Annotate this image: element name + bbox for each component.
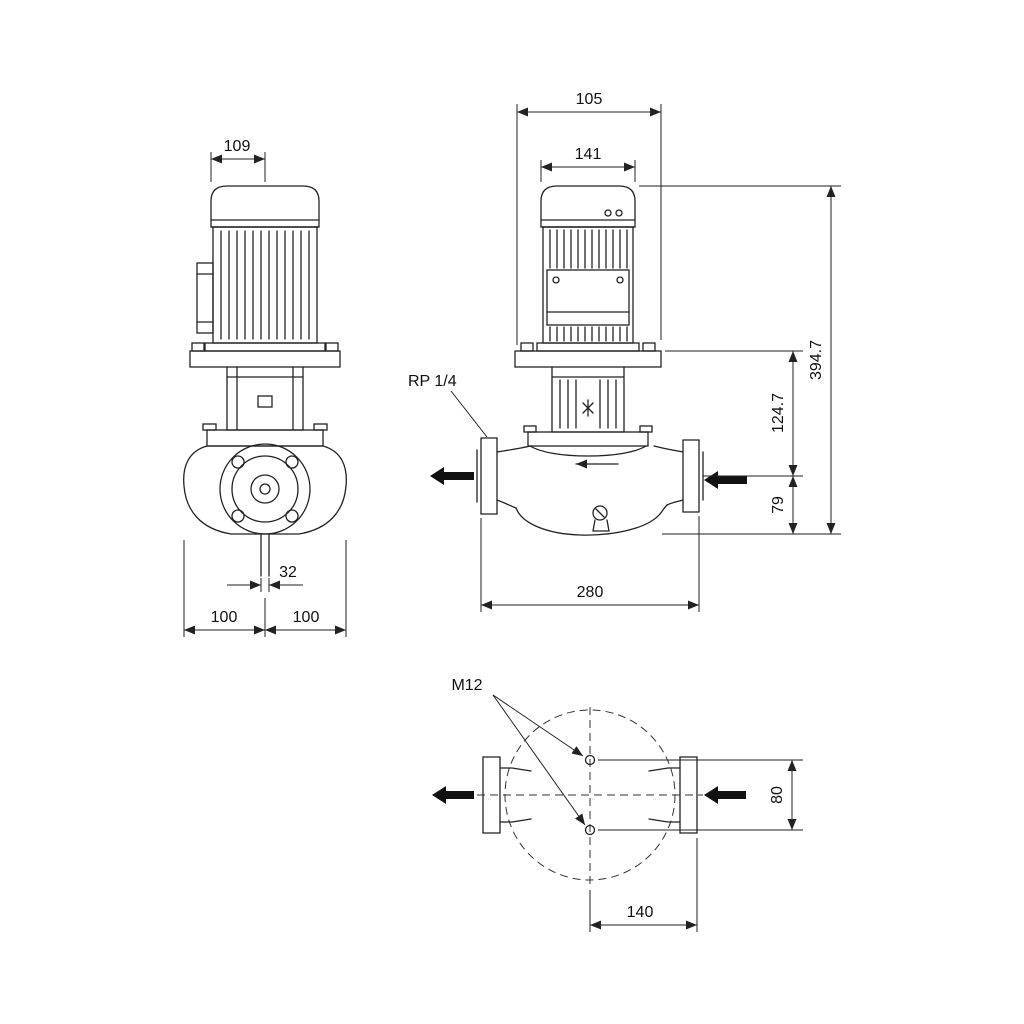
screw bbox=[615, 209, 623, 217]
side-dim-280 bbox=[480, 516, 700, 612]
side-dim-141 bbox=[540, 160, 636, 182]
dim-100-left-label: 100 bbox=[211, 609, 238, 626]
rp14-label: RP 1/4 bbox=[408, 373, 457, 390]
front-view bbox=[183, 152, 347, 637]
plan-right-flange bbox=[648, 756, 698, 834]
dim-124-label: 124.7 bbox=[770, 393, 787, 433]
front-dim-32 bbox=[227, 578, 303, 592]
front-motor bbox=[196, 185, 320, 344]
screw bbox=[604, 209, 612, 217]
dim-140-label: 140 bbox=[627, 904, 654, 921]
vent-symbol bbox=[582, 399, 594, 417]
dim-32-label: 32 bbox=[279, 564, 297, 581]
motor-fins-lower bbox=[549, 326, 628, 342]
bolt-hole bbox=[231, 509, 245, 523]
dimension-labels: 109 32 100 100 105 141 RP 1/4 394.7 124.… bbox=[211, 91, 825, 921]
flow-arrow-right bbox=[704, 471, 747, 489]
front-dim-109 bbox=[210, 152, 266, 182]
front-flange-plate bbox=[189, 342, 341, 368]
motor-fins bbox=[549, 229, 628, 269]
m12-hole-top bbox=[584, 754, 596, 766]
plan-view bbox=[432, 694, 803, 932]
front-dim-100-100 bbox=[183, 540, 347, 637]
dim-109-label: 109 bbox=[224, 138, 251, 155]
dim-80-label: 80 bbox=[769, 786, 786, 804]
flow-arrow-left bbox=[432, 786, 474, 804]
m12-label: M12 bbox=[451, 677, 482, 694]
rp-leader-line bbox=[450, 390, 488, 438]
side-view bbox=[430, 104, 841, 612]
bolt-hole bbox=[231, 455, 245, 469]
side-motor bbox=[540, 185, 636, 344]
motor-fins bbox=[220, 230, 310, 340]
dim-105-label: 105 bbox=[576, 91, 603, 108]
dim-394-label: 394.7 bbox=[808, 340, 825, 380]
m12-leaders bbox=[492, 694, 586, 826]
terminal-box bbox=[196, 262, 214, 334]
m12-hole-bottom bbox=[584, 824, 596, 836]
flow-arrow-left bbox=[430, 467, 474, 485]
plan-dim-140 bbox=[589, 838, 698, 932]
side-dim-105 bbox=[516, 104, 662, 345]
dim-280-label: 280 bbox=[577, 584, 604, 601]
plan-dim-80 bbox=[598, 759, 803, 831]
dim-141-label: 141 bbox=[575, 146, 602, 163]
screw bbox=[616, 276, 624, 284]
dim-79-label: 79 bbox=[770, 496, 787, 514]
bolt-hole bbox=[285, 455, 299, 469]
bolt-hole bbox=[285, 509, 299, 523]
screw bbox=[552, 276, 560, 284]
side-height-dims bbox=[639, 185, 841, 535]
front-lantern bbox=[202, 366, 328, 447]
side-lantern bbox=[523, 366, 653, 447]
plan-left-flange bbox=[482, 756, 532, 834]
front-volute bbox=[183, 443, 347, 577]
flow-arrow-right bbox=[704, 786, 746, 804]
side-flange-plate bbox=[514, 342, 662, 368]
side-pump-body bbox=[476, 437, 704, 536]
drain-plug bbox=[592, 505, 608, 521]
dim-100-right-label: 100 bbox=[293, 609, 320, 626]
terminal-box-front bbox=[546, 269, 630, 326]
